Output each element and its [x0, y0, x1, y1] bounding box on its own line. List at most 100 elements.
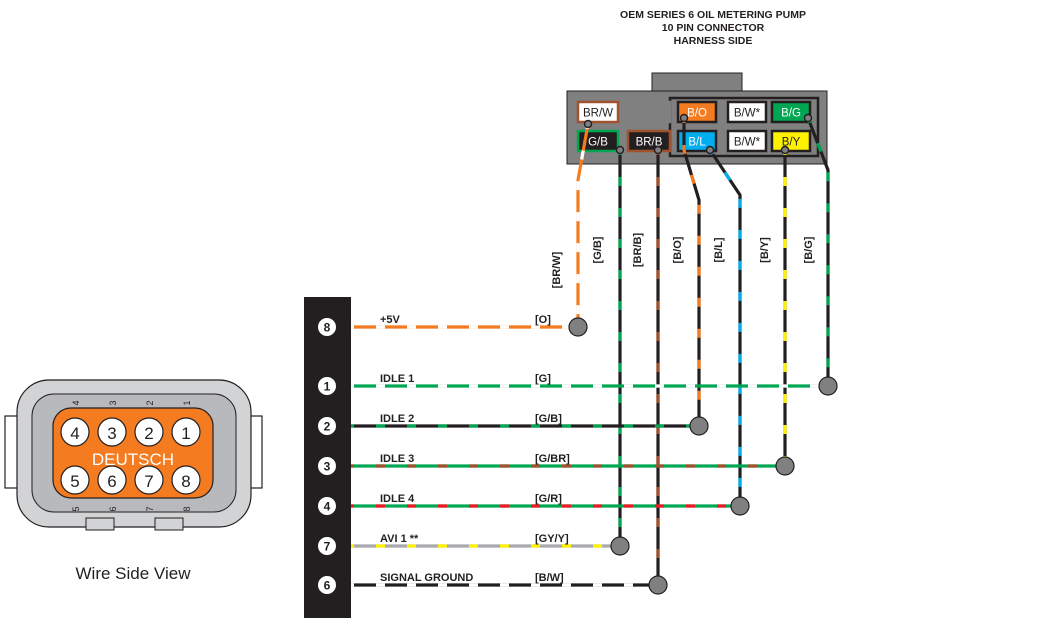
title-line-2: 10 PIN CONNECTOR	[662, 22, 765, 34]
pin-terminal-1	[583, 119, 593, 129]
wire-b-o-stripe	[682, 118, 701, 426]
harness-pin-number-2: 2	[324, 420, 331, 434]
deutsch-bottom-mark-6: 6	[108, 506, 118, 511]
junction-b-g	[818, 376, 838, 396]
pin-terminal-7	[803, 113, 813, 123]
pin-terminal-5	[705, 145, 715, 155]
pin-terminal-3	[653, 145, 663, 155]
pump-pin-label-b-o-1: B/O	[687, 108, 707, 120]
pump-pin-bottom-3	[676, 129, 718, 153]
harness-row-name-idle-3: IDLE 3	[380, 453, 414, 465]
junction-b-o	[689, 416, 709, 436]
pin-terminal-2	[615, 145, 625, 155]
pump-pin-bottom-1	[576, 129, 620, 153]
vertical-label--b-l: [B/L]	[713, 237, 725, 262]
deutsch-key-right	[154, 517, 184, 531]
harness-row-code--gy-y: [GY/Y]	[535, 533, 569, 545]
wire-b-l	[708, 149, 742, 507]
harness-pin-1	[317, 376, 337, 396]
title-line-3: HARNESS SIDE	[674, 35, 753, 47]
junction-b-l	[730, 496, 750, 516]
harness-row-code--g-br: [G/BR]	[535, 453, 570, 465]
deutsch-pin-label-7: 7	[144, 472, 153, 491]
harness-pin-number-4: 4	[324, 500, 331, 514]
harness-pin-number-6: 6	[324, 579, 331, 593]
pump-pin-top-5	[770, 100, 812, 124]
wire-b-g	[806, 117, 830, 386]
wire-b-l-stripe	[708, 149, 742, 507]
deutsch-bottom-mark-7: 7	[145, 506, 155, 511]
deutsch-pin-label-1: 1	[181, 424, 190, 443]
harness-row-code--g-b: [G/B]	[535, 413, 562, 425]
harness-row-code--b-w: [B/W]	[535, 572, 564, 584]
deutsch-pin-2	[134, 417, 164, 447]
pump-pin-label-br-b-2: BR/B	[636, 137, 663, 149]
harness-row-code--g-r: [G/R]	[535, 493, 562, 505]
harness-pin-3	[317, 456, 337, 476]
deutsch-pin-label-3: 3	[107, 424, 116, 443]
deutsch-bottom-mark-8: 8	[182, 506, 192, 511]
deutsch-top-mark-3: 3	[108, 400, 118, 405]
harness-pin-number-3: 3	[324, 460, 331, 474]
deutsch-pin-label-5: 5	[70, 472, 79, 491]
deutsch-pin-7	[134, 465, 164, 495]
pump-pin-label-b-g-1: B/G	[781, 108, 801, 120]
junction-g-b	[610, 536, 630, 556]
deutsch-pin-label-2: 2	[144, 424, 153, 443]
deutsch-pin-6	[97, 465, 127, 495]
harness-pin-4	[317, 496, 337, 516]
deutsch-pin-1	[171, 417, 201, 447]
pump-pin-label-b-y-2: B/Y	[782, 137, 801, 149]
pump-pin-top-1	[576, 100, 620, 124]
harness-row-name-signal-ground: SIGNAL GROUND	[380, 572, 473, 584]
pin-terminal-4	[679, 113, 689, 123]
pump-pin-bottom-2	[626, 129, 672, 153]
junction-br-b	[648, 575, 668, 595]
harness-pin-6	[317, 575, 337, 595]
pump-pin-bottom-4	[726, 129, 768, 153]
title-line-1: OEM SERIES 6 OIL METERING PUMP	[620, 9, 806, 21]
deutsch-pin-8	[171, 465, 201, 495]
pump-pin-top-2	[626, 100, 672, 124]
harness-pin-number-8: 8	[324, 321, 331, 335]
pump-pin-label-b-w-1: B/W*	[734, 108, 761, 120]
vertical-label--b-o: [B/O]	[672, 236, 684, 263]
deutsch-pin-label-4: 4	[70, 424, 79, 443]
deutsch-pin-4	[60, 417, 90, 447]
deutsch-top-mark-2: 2	[145, 400, 155, 405]
vertical-label--br-b: [BR/B]	[632, 233, 644, 268]
vertical-label--b-g: [B/G]	[803, 236, 815, 263]
deutsch-label: DEUTSCH	[92, 450, 174, 469]
deutsch-pin-3	[97, 417, 127, 447]
pump-connector-inner-frame	[668, 96, 820, 158]
pump-pin-label-b-l-2: B/L	[688, 137, 706, 149]
pump-connector-title: OEM SERIES 6 OIL METERING PUMP 10 PIN CO…	[620, 9, 806, 47]
wire-br-w-stripe	[576, 123, 590, 326]
harness-pin-8	[317, 317, 337, 337]
harness-row-name-idle-1: IDLE 1	[380, 373, 414, 385]
vertical-wire-labels: [BR/W] [G/B] [BR/B] [B/O] [B/L] [B/Y] [B/G]	[551, 233, 815, 289]
deutsch-top-mark-4: 4	[71, 400, 81, 405]
pump-pin-label-br-w-1: BR/W	[583, 108, 613, 120]
wire-side-view-caption: Wire Side View	[76, 564, 192, 583]
vertical-label--br-w: [BR/W]	[551, 251, 563, 288]
deutsch-top-mark-1: 1	[182, 400, 192, 405]
deutsch-pin-5	[60, 465, 90, 495]
harness-pin-number-1: 1	[324, 380, 331, 394]
vertical-label--b-y: [B/Y]	[759, 237, 771, 263]
deutsch-pin-label-6: 6	[107, 472, 116, 491]
wires	[349, 113, 838, 595]
harness-row-name--5v: +5V	[380, 314, 401, 326]
harness-row-code--g: [G]	[535, 373, 551, 385]
vertical-label--g-b: [G/B]	[592, 236, 604, 263]
pump-pin-label-b-w-2: B/W*	[734, 137, 761, 149]
pin-terminal-6	[780, 145, 790, 155]
pump-pin-bottom-5	[770, 129, 812, 153]
pump-connector-latch	[651, 72, 743, 92]
harness-row-name-idle-4: IDLE 4	[380, 493, 415, 505]
